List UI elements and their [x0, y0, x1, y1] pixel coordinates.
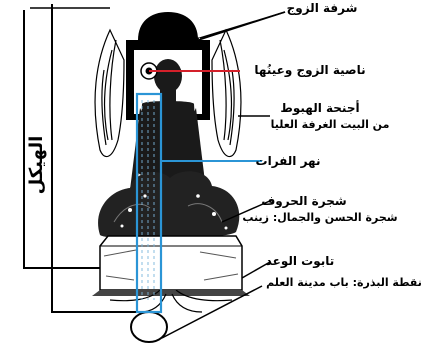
- label-tree-line1: شجرة الحروف: [261, 194, 346, 209]
- ark-box: [92, 236, 250, 296]
- label-forelock: ناصية الزوج وعينُها: [254, 63, 365, 78]
- label-temple: الهيكل: [26, 136, 47, 195]
- tree-crown: [98, 171, 239, 239]
- label-wings-line2: من البيت الغرفة العليا: [271, 118, 390, 131]
- label-river: نهر الفرات: [256, 154, 321, 168]
- label-seed: نقطة البذرة: باب مدينة العلم: [266, 276, 422, 289]
- label-wings-line1: أجنحة الهبوط: [280, 100, 359, 116]
- label-tree-line2: شجرة الحسن والجمال: زينب: [242, 211, 397, 224]
- label-chamber: شرفة الزوج: [287, 1, 358, 16]
- label-ark: تابوت الوعد: [266, 254, 335, 269]
- chamber-dome: [138, 12, 198, 40]
- seed-circle: [131, 312, 167, 342]
